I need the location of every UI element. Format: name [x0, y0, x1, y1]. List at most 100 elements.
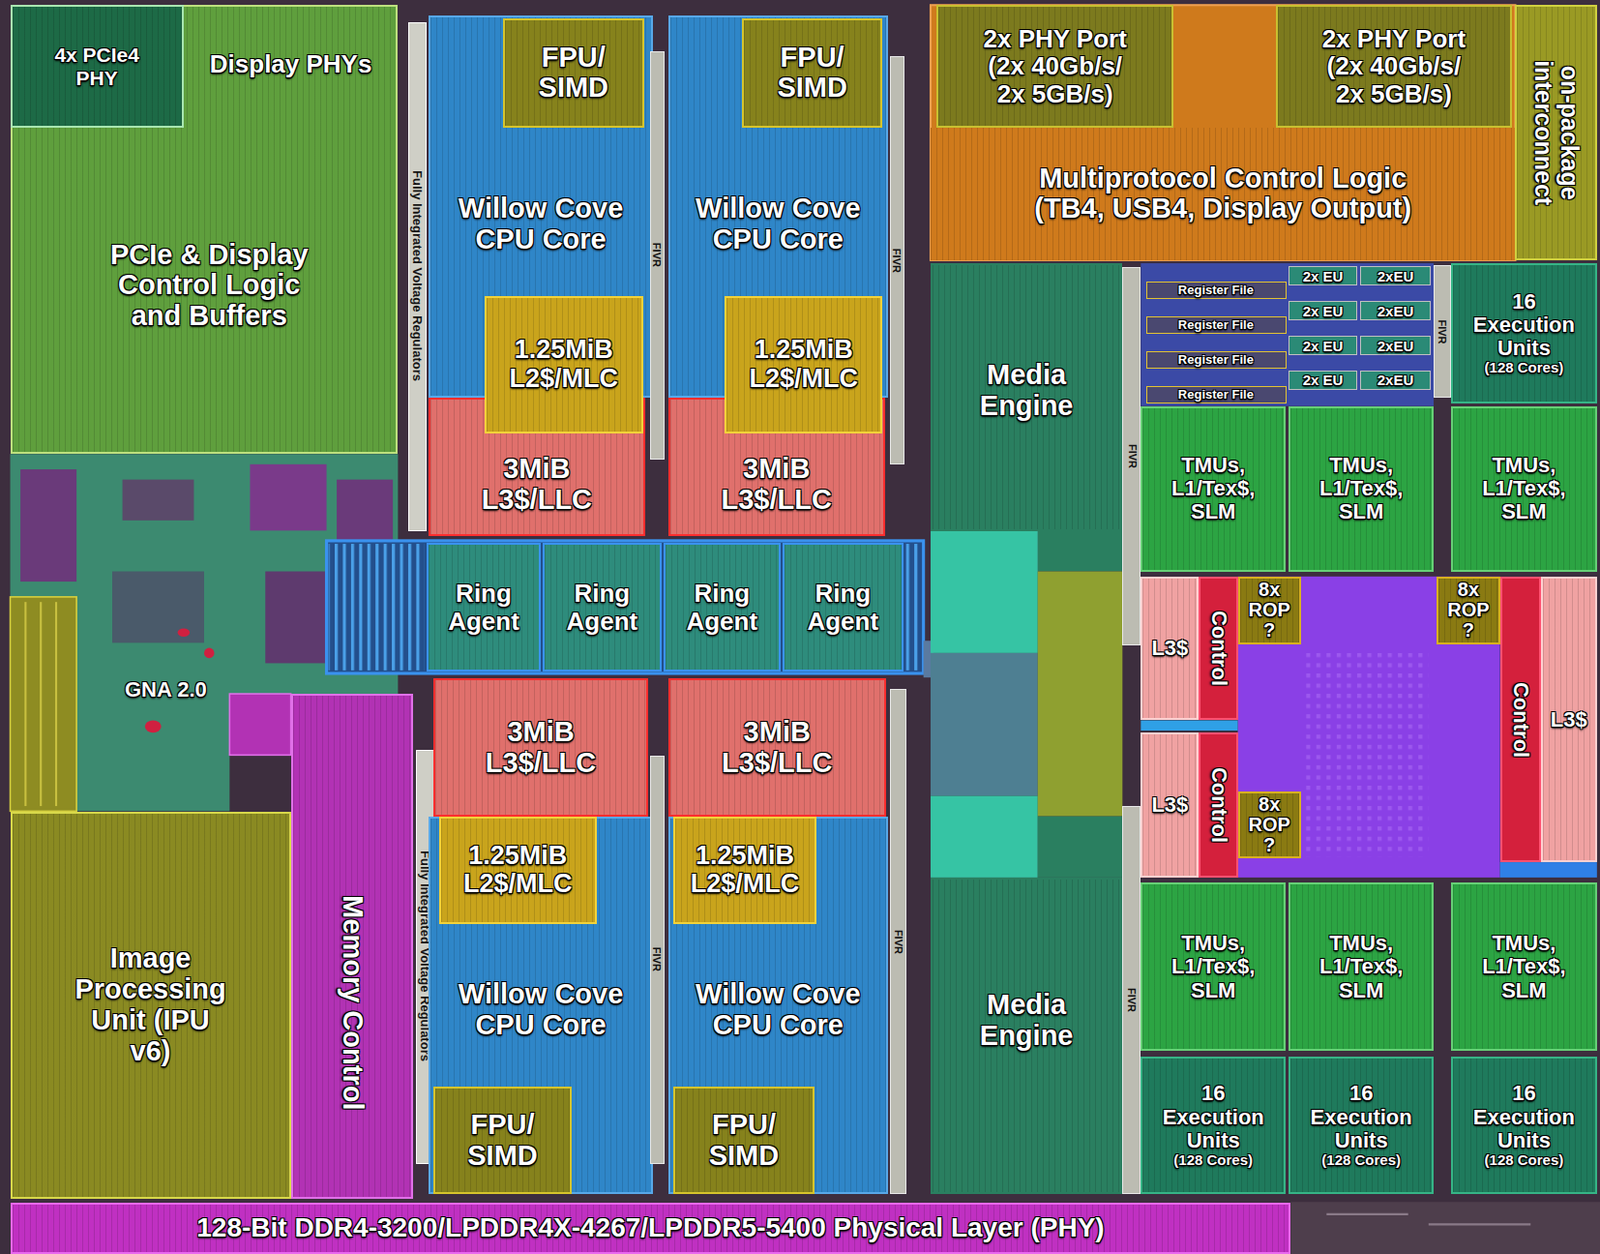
gpu-logic-area [930, 652, 1038, 797]
eu-pair: 2x EU [1288, 335, 1358, 356]
region-label: Fully Integrated Voltage Regulators [410, 170, 424, 382]
text-area: 2x EU [1289, 301, 1357, 320]
ipu-strip [10, 596, 78, 811]
text-area: TMUs, L1/Tex$, SLM [1290, 884, 1432, 1049]
control-logic-block: Multiprotocol Control Logic (TB4, USB4, … [930, 127, 1515, 261]
text-area: 16 Execution Units(128 Cores) [1142, 1058, 1284, 1192]
fpu-block: FPU/ SIMD [433, 1086, 571, 1194]
region-label: Memory Control [336, 894, 368, 1110]
gpu-core-texture [1305, 652, 1429, 858]
control-block: Control [1198, 732, 1238, 878]
text-area: Media Engine [930, 324, 1123, 457]
text-area: 4x PCIe4 PHY [12, 6, 182, 126]
region-label: 4x PCIe4 PHY [35, 43, 159, 89]
phy-port: 2x PHY Port (2x 40Gb/s/ 2x 5GB/s) [936, 4, 1174, 128]
region-label: Register File [1178, 353, 1254, 366]
region-label: Register File [1178, 283, 1254, 297]
text-area: 3MiB L3$/LLC [668, 433, 886, 535]
l2-cache: 1.25MiB L2$/MLC [724, 296, 884, 434]
voltage-regulator-strip: Fully Integrated Voltage Regulators [408, 22, 427, 531]
logic-patch [122, 479, 195, 521]
text-area: Media Engine [930, 959, 1123, 1083]
text-area: Control [1200, 734, 1236, 876]
region-label: FPU/ SIMD [682, 1109, 806, 1172]
text-area: FIVR [890, 689, 906, 1193]
texture-unit-block: TMUs, L1/Tex$, SLM [1140, 406, 1286, 572]
text-area: Control [1200, 734, 1236, 876]
region-label: FIVR [651, 242, 663, 267]
ring-agent: Ring Agent [663, 542, 781, 672]
region-label: FIVR [1125, 987, 1138, 1012]
region-label: 16 Execution Units [1300, 1081, 1423, 1153]
text-area: TMUs, L1/Tex$, SLM [1452, 884, 1596, 1049]
region-label: 2x PHY Port (2x 40Gb/s/ 2x 5GB/s) [977, 25, 1133, 109]
text-area: Register File [1147, 352, 1286, 367]
misc-io-line [1326, 1213, 1408, 1215]
register-file: Register File [1146, 281, 1288, 299]
text-area: 16 Execution Units(128 Cores) [1452, 1058, 1596, 1192]
text-area: TMUs, L1/Tex$, SLM [1290, 408, 1432, 570]
region-label: TMUs, L1/Tex$, SLM [1459, 453, 1588, 525]
ring-agent: Ring Agent [542, 542, 661, 672]
region-label: 2x EU [1303, 268, 1344, 284]
text-area: Display PHYs [185, 38, 396, 90]
region-label: (128 Cores) [1173, 1152, 1253, 1169]
text-area: Fully Integrated Voltage Regulators [409, 23, 425, 529]
fivr-strip: FIVR [1122, 266, 1141, 645]
text-area: Control [1502, 578, 1540, 860]
media-engine: Media Engine [930, 877, 1123, 1194]
region-label: Willow Cove CPU Core [439, 193, 644, 256]
text-area: 3MiB L3$/LLC [435, 680, 647, 814]
region-label: FIVR [1436, 319, 1449, 344]
texture-unit-block: TMUs, L1/Tex$, SLM [1451, 406, 1598, 572]
region-label: (128 Cores) [1484, 359, 1565, 377]
text-area: L3$ [1542, 578, 1596, 860]
logic-patch [20, 469, 77, 582]
gna-block: GNA 2.0 [96, 665, 235, 715]
region-label: 1.25MiB L2$/MLC [678, 841, 811, 899]
ipu-strip-line [55, 601, 58, 806]
region-label: Display PHYs [209, 50, 373, 79]
logic-patch [112, 571, 205, 644]
text-area: Memory Control [291, 805, 415, 1199]
fivr-strip: FIVR [650, 51, 665, 460]
region-label: 16 Execution Units [1462, 1081, 1586, 1153]
region-label: 3MiB L3$/LLC [464, 716, 618, 779]
region-label: FPU/ SIMD [512, 42, 636, 105]
text-area: 3MiB L3$/LLC [670, 680, 885, 814]
region-label: 2xEU [1377, 372, 1415, 387]
ring-stop-texture [328, 543, 425, 671]
execution-unit-block: 16 Execution Units(128 Cores) [1451, 263, 1598, 404]
phy-port: 2x PHY Port (2x 40Gb/s/ 2x 5GB/s) [1275, 4, 1513, 128]
region-label: 1.25MiB L2$/MLC [445, 841, 590, 899]
logic-spot [204, 648, 215, 659]
text-area: PCIe & Display Control Logic and Buffers [51, 183, 368, 388]
text-area: Register File [1147, 282, 1286, 297]
text-area: Ring Agent [665, 544, 779, 670]
fpu-block: FPU/ SIMD [673, 1086, 815, 1194]
ring-agent: Ring Agent [426, 542, 541, 672]
text-area: TMUs, L1/Tex$, SLM [1142, 884, 1284, 1049]
region-label: FPU/ SIMD [442, 1109, 563, 1172]
text-area: FIVR [651, 756, 664, 1163]
region-label: 2xEU [1377, 268, 1415, 284]
text-area: TMUs, L1/Tex$, SLM [1142, 408, 1284, 570]
region-label: TMUs, L1/Tex$, SLM [1297, 453, 1425, 525]
register-file: Register File [1146, 351, 1288, 369]
text-area: FPU/ SIMD [435, 1088, 569, 1192]
gpu-l3-cache: L3$ [1140, 576, 1199, 720]
media-engine: Media Engine [930, 263, 1123, 531]
region-label: 1.25MiB L2$/MLC [492, 335, 636, 393]
region-label: 16 Execution Units [1462, 290, 1586, 361]
io-area [930, 4, 1515, 261]
text-area: FIVR [890, 689, 906, 1193]
text-area: on-package interconnect [1516, 6, 1595, 259]
text-area: 1.25MiB L2$/MLC [675, 818, 815, 922]
region-label: TMUs, L1/Tex$, SLM [1149, 931, 1277, 1003]
control-block: Control [1198, 576, 1238, 720]
logic-patch [249, 464, 326, 532]
misc-io-area [1290, 1201, 1600, 1254]
execution-unit-block: 16 Execution Units(128 Cores) [1288, 1056, 1434, 1194]
